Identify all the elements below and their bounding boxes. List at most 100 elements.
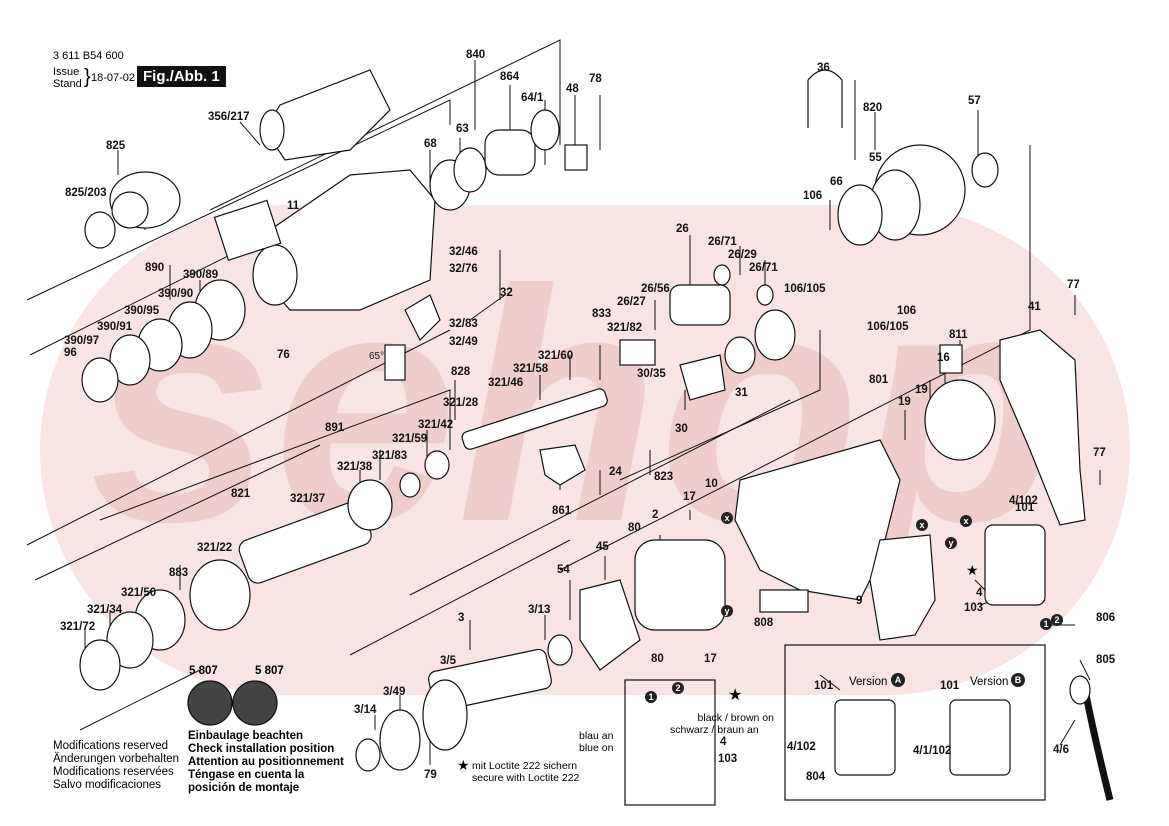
label-66: 66 xyxy=(830,176,843,188)
label-32-76: 32/76 xyxy=(449,263,478,275)
label-106-105a: 106/105 xyxy=(784,283,826,295)
label-3: 3 xyxy=(458,612,464,624)
label-821: 821 xyxy=(231,488,251,500)
label-3-14: 3/14 xyxy=(354,704,377,716)
label-106-105b: 106/105 xyxy=(867,321,909,333)
marker-two-inset: 2 xyxy=(675,683,680,693)
label-57: 57 xyxy=(968,95,981,107)
version-a-label: Version xyxy=(849,676,887,688)
wire-note-blue-en: blue on xyxy=(579,742,614,754)
marker-x-1: x xyxy=(724,513,729,523)
install-sample-b xyxy=(232,680,278,726)
label-390-97: 390/97 xyxy=(64,335,99,347)
modifications-note: Modifications reserved Änderungen vorbeh… xyxy=(53,740,179,792)
install-note-line: posición de montaje xyxy=(188,782,300,794)
label-321-34: 321/34 xyxy=(87,604,123,616)
star-inset: ★ xyxy=(728,685,742,704)
label-26: 26 xyxy=(676,223,689,235)
label-26-71b: 26/71 xyxy=(749,262,778,274)
star-switch: ★ xyxy=(966,563,979,579)
label-828: 828 xyxy=(451,366,471,378)
switch-4 xyxy=(984,524,1046,606)
label-861: 861 xyxy=(552,505,572,517)
label-24: 24 xyxy=(609,466,622,478)
label-808-plate xyxy=(759,589,809,613)
label-321-37: 321/37 xyxy=(290,493,325,505)
label-101: 101 xyxy=(1015,502,1035,514)
label-825-203: 825/203 xyxy=(65,187,107,199)
loctite-note-de: mit Loctite 222 sichern xyxy=(472,760,578,772)
label-26-27: 26/27 xyxy=(617,296,646,308)
label-26-71a: 26/71 xyxy=(708,236,737,248)
label-321-72: 321/72 xyxy=(60,621,95,633)
marker-version-a: A xyxy=(895,675,902,685)
label-820: 820 xyxy=(863,102,882,114)
label-80a: 80 xyxy=(628,522,641,534)
label-106b: 106 xyxy=(897,305,916,317)
label-32-49: 32/49 xyxy=(449,336,478,348)
label-3-13: 3/13 xyxy=(528,604,550,616)
switch-version-b xyxy=(949,699,1011,776)
label-version-b-4-1-102: 4/1/102 xyxy=(913,745,951,757)
label-321-58: 321/58 xyxy=(513,363,549,375)
label-3-5: 3/5 xyxy=(440,655,457,667)
label-19a: 19 xyxy=(915,384,928,396)
label-823: 823 xyxy=(654,471,673,483)
label-45: 45 xyxy=(596,541,609,553)
label-805: 805 xyxy=(1096,654,1116,666)
selector-knob xyxy=(404,294,441,342)
label-16: 16 xyxy=(937,352,950,364)
modifications-line: Änderungen vorbehalten xyxy=(53,753,179,765)
label-77b: 77 xyxy=(1093,447,1106,459)
marker-version-b: B xyxy=(1015,675,1022,685)
label-356-217: 356/217 xyxy=(208,111,250,123)
label-19b: 19 xyxy=(898,396,911,408)
label-801: 801 xyxy=(869,374,889,386)
piston-26 xyxy=(669,284,731,326)
install-note-line: Téngase en cuenta la xyxy=(188,769,305,781)
label-10: 10 xyxy=(705,478,718,490)
label-79: 79 xyxy=(424,769,437,781)
version-box xyxy=(784,644,1046,801)
label-840: 840 xyxy=(466,49,485,61)
label-2: 2 xyxy=(652,509,658,521)
brace-symbol: } xyxy=(84,66,91,88)
install-b-num: 5 xyxy=(255,665,262,677)
label-390-89: 390/89 xyxy=(183,269,218,281)
label-version-a-101: 101 xyxy=(814,680,834,692)
label-321-59: 321/59 xyxy=(392,433,427,445)
brush-holder xyxy=(924,379,996,461)
label-321-50: 321/50 xyxy=(121,587,156,599)
install-a-code: 807 xyxy=(198,665,218,677)
label-41: 41 xyxy=(1028,301,1041,313)
label-4: 4 xyxy=(976,587,983,599)
label-55: 55 xyxy=(869,152,882,164)
label-321-46: 321/46 xyxy=(488,377,523,389)
label-76: 76 xyxy=(277,349,290,361)
label-96: 96 xyxy=(64,347,77,359)
doc-number: 3 611 B54 600 xyxy=(53,50,124,62)
label-891: 891 xyxy=(325,422,345,434)
install-note: Einbaulage beachten Check installation p… xyxy=(188,730,344,795)
label-54: 54 xyxy=(557,564,570,576)
label-11-plate xyxy=(213,199,282,261)
issue-label: Issue xyxy=(53,66,80,78)
label-825: 825 xyxy=(106,140,126,152)
label-48: 48 xyxy=(566,83,579,95)
wobble-30 xyxy=(679,354,726,401)
marker-x-3: x xyxy=(963,516,968,526)
star-note: ★ xyxy=(457,758,470,774)
part-57 xyxy=(971,152,999,188)
marker-one-cord: 1 xyxy=(1043,619,1048,629)
label-65-deg: 65° xyxy=(369,351,384,362)
label-30-35: 30/35 xyxy=(637,368,666,380)
spindle-gear xyxy=(484,129,536,176)
label-63: 63 xyxy=(456,123,469,135)
part-66 xyxy=(837,184,883,246)
keyless-chuck xyxy=(264,69,391,161)
armature-fan xyxy=(422,679,468,751)
label-26-56: 26/56 xyxy=(641,283,670,295)
marker-y-2: y xyxy=(948,538,953,548)
wiring-inset xyxy=(624,679,716,806)
